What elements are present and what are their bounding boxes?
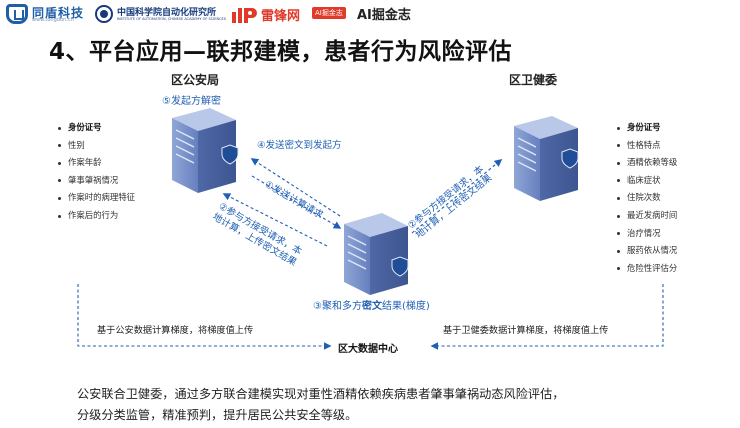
- logo-row: 同盾科技 www.tongdun.cn 中国科学院自动化研究所 INSTITUT…: [6, 3, 606, 25]
- list-item: 作案年龄: [56, 154, 135, 172]
- step-4-label: ④发送密文到发起方: [257, 140, 342, 151]
- casia-logo-name: 中国科学院自动化研究所: [117, 8, 217, 18]
- list-item: 酒精依赖等级: [615, 154, 677, 172]
- center-party-label: 区大数据中心: [338, 344, 398, 355]
- center-server-icon: [344, 213, 409, 295]
- list-item: 肇事肇祸情况: [56, 172, 135, 190]
- step-3-text-post: 结果(梯度): [381, 301, 430, 312]
- right-flow-arrow: [411, 159, 503, 234]
- list-item: 最近发病时间: [615, 207, 677, 225]
- step-3-text-pre: ③聚和多方: [313, 301, 362, 312]
- summary-text: 公安联合卫健委，通过多方联合建模实现对重性酒精依赖疾病患者肇事肇祸动态风险评估，…: [77, 384, 717, 426]
- right-list-head: 身份证号: [615, 119, 677, 137]
- step-3-label: ③聚和多方密文结果(梯度): [313, 301, 430, 313]
- list-item: 作案时的病理特征: [56, 189, 135, 207]
- tongdun-logo-url: www.tongdun.cn: [32, 17, 74, 23]
- list-item: 性别: [56, 137, 135, 155]
- list-item: 临床症状: [615, 172, 677, 190]
- right-gradient-note: 基于卫健委数据计算梯度，将梯度值上传: [443, 325, 609, 336]
- left-list-head: 身份证号: [56, 119, 135, 137]
- tongdun-logo-icon: [6, 4, 28, 24]
- summary-line-2: 分级分类监管，精准预判，提升居民公共安全等级。: [77, 408, 358, 422]
- leifeng-logo-badge: AI掘金志: [312, 7, 346, 19]
- right-server-icon: [514, 116, 579, 201]
- list-item: 危险性评估分: [615, 260, 677, 278]
- juejin-logo-name: AI掘金志: [357, 8, 411, 23]
- left-server-icon: [172, 108, 239, 193]
- tongdun-logo-name: 同盾科技: [32, 6, 85, 20]
- step-3-text-bold: 密文: [361, 301, 382, 312]
- list-item: 住院次数: [615, 189, 677, 207]
- left-gradient-note: 基于公安数据计算梯度，将梯度值上传: [97, 325, 254, 336]
- list-item: 服药依从情况: [615, 242, 677, 260]
- list-item: 作案后的行为: [56, 207, 135, 225]
- leifeng-logo-name: 雷锋网: [261, 9, 301, 24]
- casia-logo-subtitle: INSTITUTE OF AUTOMATION, CHINESE ACADEMY…: [117, 17, 226, 21]
- center-data-arrows: [77, 284, 664, 350]
- left-party-label: 区公安局: [171, 73, 220, 87]
- list-item: 治疗情况: [615, 225, 677, 243]
- left-flow-arrows: [222, 158, 342, 247]
- summary-line-1: 公安联合卫健委，通过多方联合建模实现对重性酒精依赖疾病患者肇事肇祸动态风险评估，: [77, 387, 565, 401]
- page-title: 4、平台应用—联邦建模，患者行为风险评估: [49, 39, 513, 65]
- right-party-label: 区卫健委: [509, 73, 558, 87]
- leifeng-logo-icon: [232, 8, 257, 23]
- right-attribute-list: 身份证号 性格特点 酒精依赖等级 临床症状 住院次数 最近发病时间 治疗情况 服…: [615, 119, 677, 277]
- step-5-label: ⑤发起方解密: [162, 96, 221, 107]
- casia-seal-icon: [95, 5, 113, 23]
- left-attribute-list: 身份证号 性别 作案年龄 肇事肇祸情况 作案时的病理特征 作案后的行为: [56, 119, 135, 225]
- list-item: 性格特点: [615, 137, 677, 155]
